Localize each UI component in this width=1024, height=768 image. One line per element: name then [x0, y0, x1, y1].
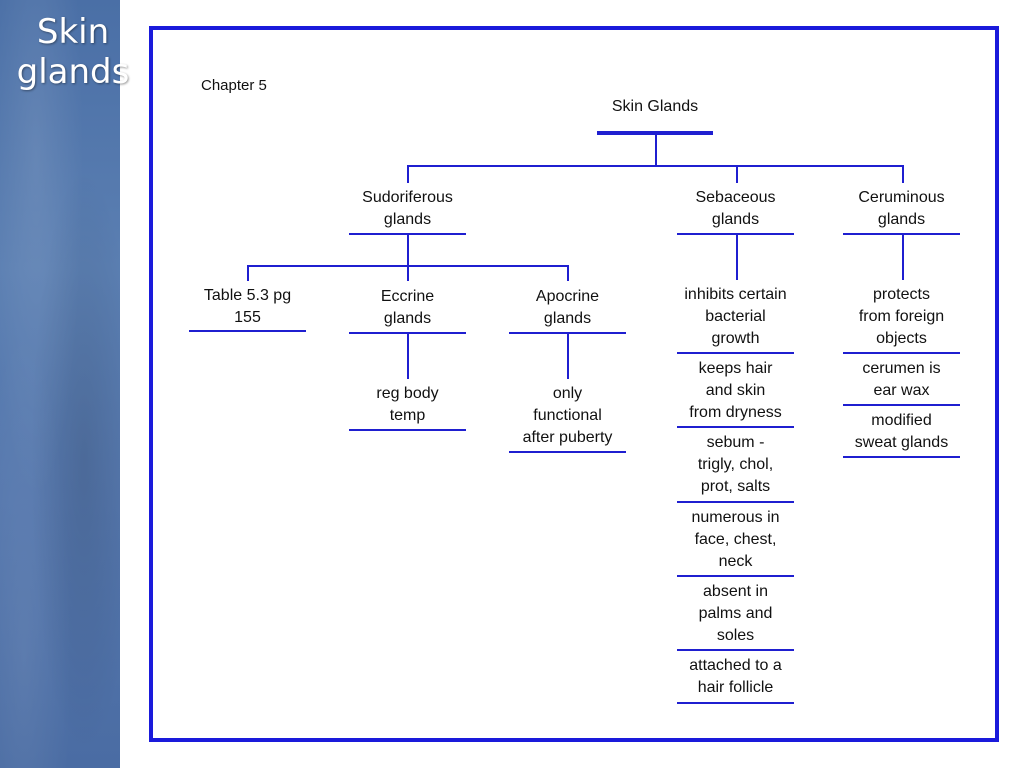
node-line: sweat glands	[854, 434, 949, 451]
ceruminous-fact: modified sweat glands	[831, 410, 972, 454]
node-line: prot, salts	[700, 478, 771, 495]
ceruminous-underline	[843, 233, 960, 235]
apocrine-node: Apocrine glands	[507, 286, 628, 330]
node-line: 155	[234, 309, 261, 326]
apocrine-underline	[509, 332, 626, 334]
node-line: attached to a	[689, 657, 782, 674]
node-line: neck	[718, 553, 753, 570]
diagram-frame	[149, 26, 999, 742]
node-line: face, chest,	[694, 531, 777, 548]
node-line: after puberty	[522, 429, 613, 446]
slide-title-line: glands	[16, 52, 130, 92]
node-line: Eccrine	[380, 288, 435, 305]
node-line: glands	[877, 211, 926, 228]
node-line: Apocrine	[535, 288, 600, 305]
node-line: soles	[716, 627, 755, 644]
slide-title: Skin glands	[8, 12, 138, 92]
apocrine-details-node: only functional after puberty	[502, 383, 633, 449]
node-line: Ceruminous	[858, 189, 945, 206]
node-line: hair follicle	[697, 679, 774, 696]
eccrine-underline	[349, 332, 466, 334]
root-underline	[597, 131, 713, 135]
node-line: keeps hair	[698, 360, 773, 377]
node-line: inhibits certain	[684, 286, 787, 303]
node-line: ear wax	[873, 382, 930, 399]
ceruminous-node: Ceruminous glands	[841, 187, 962, 231]
node-line: functional	[533, 407, 602, 424]
node-line: from dryness	[689, 404, 782, 421]
node-line: Sudoriferous	[362, 189, 453, 206]
connector	[902, 165, 904, 183]
node-line: sebum -	[706, 434, 765, 451]
sudoriferous-underline	[349, 233, 466, 235]
node-line: Table 5.3 pg	[203, 287, 292, 304]
node-line: modified	[871, 412, 932, 429]
sebaceous-fact-underline	[677, 649, 794, 651]
sebaceous-fact: inhibits certain bacterial growth	[665, 284, 806, 350]
ceruminous-fact-underline	[843, 456, 960, 458]
sebaceous-underline	[677, 233, 794, 235]
connector	[407, 165, 409, 183]
node-line: and skin	[705, 382, 766, 399]
sebaceous-fact: numerous in face, chest, neck	[665, 507, 806, 573]
node-line: glands	[383, 310, 432, 327]
connector	[655, 135, 657, 165]
slide-sidebar	[0, 0, 120, 768]
ceruminous-fact-underline	[843, 352, 960, 354]
connector	[736, 165, 738, 183]
connector	[902, 235, 904, 280]
node-line: from foreign	[858, 308, 945, 325]
chapter-label: Chapter 5	[201, 77, 267, 94]
connector	[736, 235, 738, 280]
sebaceous-fact-underline	[677, 702, 794, 704]
node-line: protects	[873, 286, 930, 303]
eccrine-details-underline	[349, 429, 466, 431]
connector	[407, 265, 409, 281]
sebaceous-node: Sebaceous glands	[675, 187, 796, 231]
node-line: objects	[876, 330, 927, 347]
sebaceous-fact-underline	[677, 501, 794, 503]
sebaceous-fact: sebum - trigly, chol, prot, salts	[665, 432, 806, 498]
root-node: Skin Glands	[611, 98, 699, 115]
connector	[567, 334, 569, 379]
node-line: only	[552, 385, 583, 402]
connector	[407, 235, 409, 265]
connector	[247, 265, 249, 281]
eccrine-details-node: reg body temp	[347, 383, 468, 427]
table-ref-node: Table 5.3 pg 155	[184, 285, 311, 329]
node-line: numerous in	[691, 509, 780, 526]
node-line: glands	[543, 310, 592, 327]
node-line: palms and	[698, 605, 773, 622]
node-line: Sebaceous	[695, 189, 776, 206]
node-line: reg body	[376, 385, 439, 402]
node-line: trigly, chol,	[697, 456, 774, 473]
sebaceous-fact: keeps hair and skin from dryness	[665, 358, 806, 424]
ceruminous-fact: protects from foreign objects	[831, 284, 972, 350]
node-line: temp	[389, 407, 426, 424]
sebaceous-fact: absent in palms and soles	[665, 581, 806, 647]
node-line: glands	[383, 211, 432, 228]
connector	[407, 334, 409, 379]
connector	[567, 265, 569, 281]
apocrine-details-underline	[509, 451, 626, 453]
sebaceous-fact-underline	[677, 352, 794, 354]
node-line: absent in	[703, 583, 768, 600]
sebaceous-fact: attached to a hair follicle	[665, 655, 806, 699]
table-ref-underline	[189, 330, 306, 332]
ceruminous-fact-underline	[843, 404, 960, 406]
sebaceous-fact-underline	[677, 426, 794, 428]
ceruminous-fact: cerumen is ear wax	[831, 358, 972, 402]
slide-title-line: Skin	[36, 12, 110, 52]
eccrine-node: Eccrine glands	[347, 286, 468, 330]
node-line: glands	[711, 211, 760, 228]
connector	[407, 165, 904, 167]
node-line: bacterial	[705, 308, 766, 325]
sebaceous-fact-underline	[677, 575, 794, 577]
node-line: cerumen is	[862, 360, 941, 377]
sudoriferous-node: Sudoriferous glands	[347, 187, 468, 231]
node-line: growth	[711, 330, 760, 347]
